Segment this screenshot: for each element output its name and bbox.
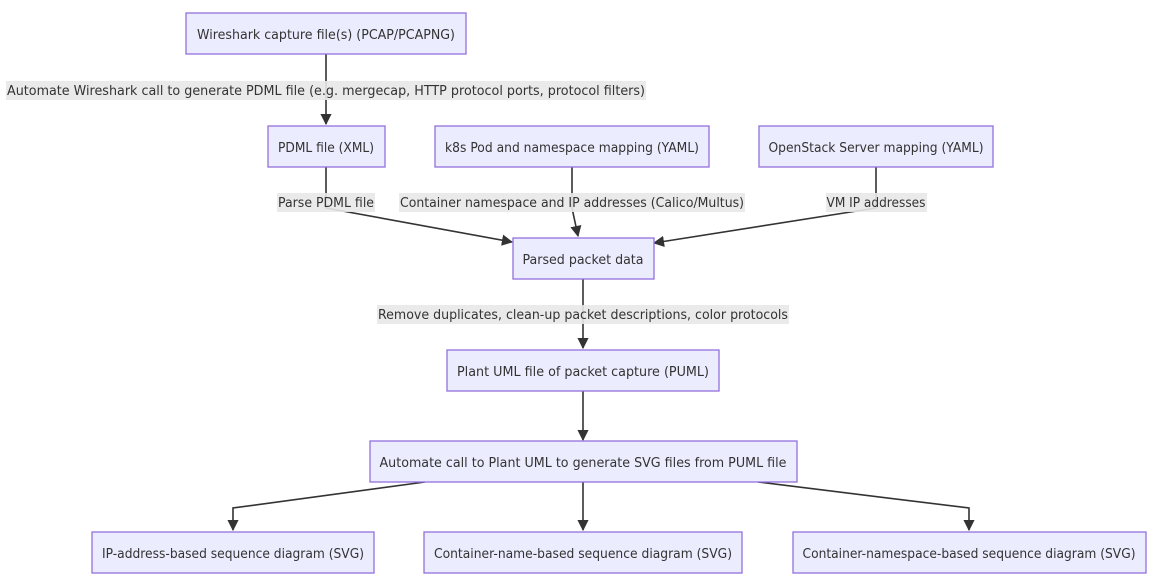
node-label: k8s Pod and namespace mapping (YAML) (445, 141, 699, 156)
edge-label-capture-to-pdml: Automate Wireshark call to generate PDML… (6, 81, 646, 100)
edge-automate-to-container-ns-diagram (757, 481, 975, 532)
nodes: Wireshark capture file(s) (PCAP/PCAPNG) … (91, 12, 1147, 574)
node-label: Container-name-based sequence diagram (S… (434, 547, 732, 562)
node-label: Container-namespace-based sequence diagr… (803, 547, 1136, 562)
node-k8s-mapping: k8s Pod and namespace mapping (YAML) (434, 125, 710, 168)
edge-label-text: Parse PDML file (278, 196, 374, 211)
edge-label-parsed-to-puml: Remove duplicates, clean-up packet descr… (377, 305, 789, 324)
node-label: OpenStack Server mapping (YAML) (769, 141, 984, 156)
node-openstack-mapping: OpenStack Server mapping (YAML) (758, 125, 994, 168)
edge-label-text: VM IP addresses (827, 196, 926, 211)
node-label: IP-address-based sequence diagram (SVG) (102, 547, 364, 562)
edge-automate-to-ip-diagram (227, 481, 426, 532)
node-label: Automate call to Plant UML to generate S… (380, 456, 787, 471)
edge-label-text: Container namespace and IP addresses (Ca… (400, 196, 744, 211)
edge-label-k8s-to-parsed: Container namespace and IP addresses (Ca… (399, 193, 745, 212)
node-pdml-file: PDML file (XML) (267, 125, 386, 168)
node-label: Parsed packet data (523, 253, 644, 268)
node-container-name-diagram: Container-name-based sequence diagram (S… (423, 531, 743, 574)
node-label: Plant UML file of packet capture (PUML) (457, 365, 709, 380)
edge-label-text: Automate Wireshark call to generate PDML… (7, 84, 645, 99)
edge-label-text: Remove duplicates, clean-up packet descr… (378, 308, 788, 323)
node-automate-plant-uml: Automate call to Plant UML to generate S… (369, 440, 798, 483)
edge-label-pdml-to-parsed: Parse PDML file (277, 193, 375, 212)
node-plant-uml-file: Plant UML file of packet capture (PUML) (446, 349, 720, 392)
node-wireshark-capture: Wireshark capture file(s) (PCAP/PCAPNG) (185, 12, 467, 55)
node-container-namespace-diagram: Container-namespace-based sequence diagr… (792, 531, 1147, 574)
node-label: PDML file (XML) (278, 141, 374, 156)
edge-labels: Automate Wireshark call to generate PDML… (6, 81, 927, 324)
node-label: Wireshark capture file(s) (PCAP/PCAPNG) (197, 28, 455, 43)
node-parsed-packet-data: Parsed packet data (512, 237, 655, 280)
node-ip-address-diagram: IP-address-based sequence diagram (SVG) (91, 531, 375, 574)
edge-label-openstack-to-parsed: VM IP addresses (826, 193, 927, 212)
